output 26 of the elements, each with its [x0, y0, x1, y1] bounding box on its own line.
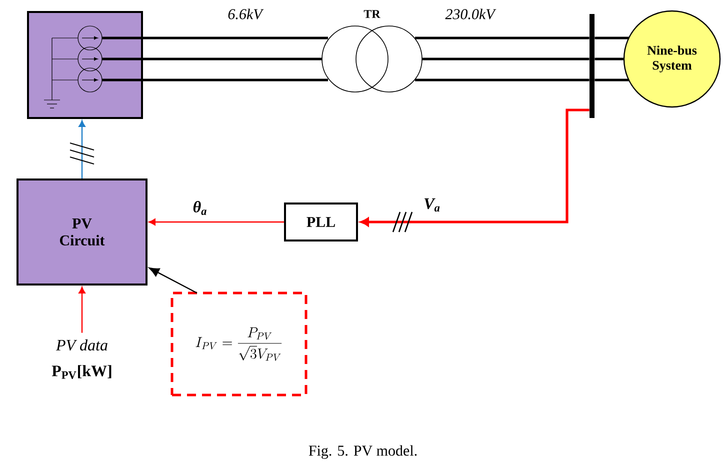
signal-arrow — [148, 218, 284, 226]
voltage-label: 230.0kV — [445, 8, 496, 20]
bus-bar — [590, 14, 594, 118]
caption: Fig. 5. PV model. — [308, 445, 417, 459]
voltage-label: 6.6kV — [228, 8, 264, 20]
pointer-arrow — [148, 267, 198, 294]
edge-label: θ$_{a}$ — [192, 200, 208, 216]
pv-circuit-box: PV Circuit — [16, 178, 148, 286]
phase-line — [422, 58, 590, 60]
input-label: P$_{PV}$[kW] — [52, 365, 112, 379]
phase-line — [594, 58, 624, 60]
input-label: PV data — [56, 339, 108, 351]
transformer-label: TR — [364, 10, 380, 18]
input-arrow — [78, 286, 86, 333]
phase-line — [415, 36, 590, 40]
signal-arrow — [78, 120, 86, 178]
pll-box: PLL — [284, 202, 358, 242]
phase-line — [102, 36, 328, 40]
formula-box: $I_{PV} = \frac{P_{PV}}{\sqrt{3}V_{PV}}$ — [170, 292, 308, 396]
signal-arrow — [360, 108, 590, 226]
phase-line — [594, 78, 629, 82]
phase-line — [102, 58, 322, 60]
phase-line — [415, 78, 590, 82]
phase-line — [102, 78, 328, 82]
edge-label: V$_{a}$ — [422, 197, 442, 213]
phase-line — [594, 36, 629, 40]
